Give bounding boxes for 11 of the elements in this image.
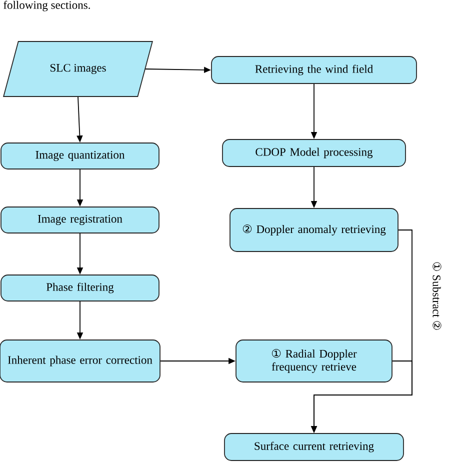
process-box: Inherent phase error correction	[0, 340, 160, 382]
process-box: Surface current retrieving	[224, 433, 404, 461]
process-box: Retrieving the wind field	[211, 56, 417, 84]
process-box: Image quantization	[0, 142, 160, 170]
process-box: Phase filtering	[0, 274, 160, 302]
process-box: Image registration	[0, 206, 160, 234]
heading-text: following sections.	[4, 0, 90, 12]
process-box: CDOP Model processing	[222, 139, 406, 167]
process-box: ② Doppler anomaly retrieving	[230, 208, 398, 252]
note-text: ① Substract ②	[432, 262, 442, 330]
process-box: ① Radial Doppler frequency retrieve	[236, 340, 392, 382]
